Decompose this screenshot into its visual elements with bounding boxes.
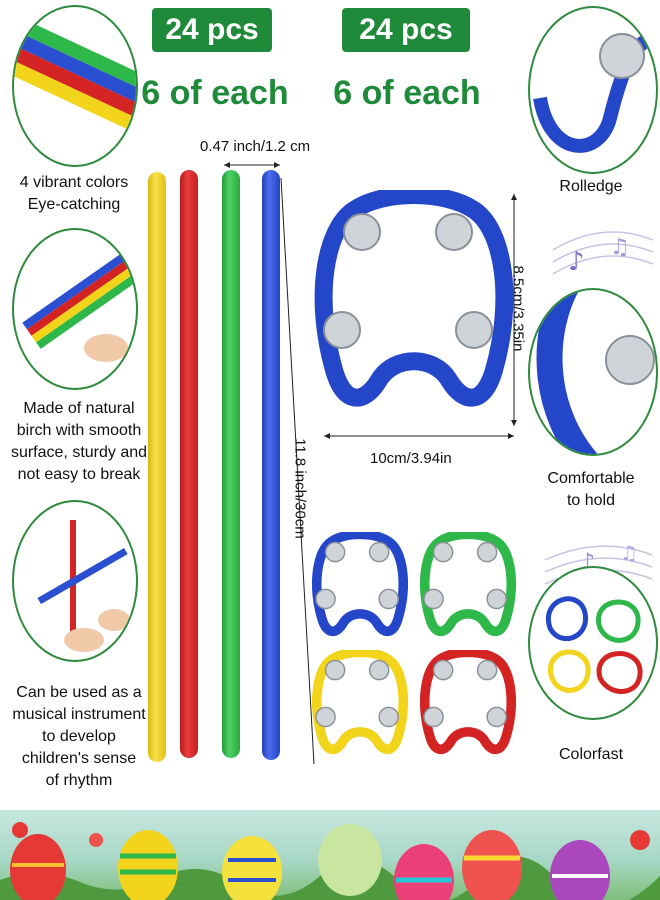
tambourine-large: [314, 190, 514, 407]
rhythm-stick-blue: [262, 170, 280, 760]
feature-image-birch: [12, 228, 138, 390]
feature-caption-colorfast: Colorfast: [558, 746, 624, 763]
feature-image-colors: [12, 5, 138, 167]
feature-caption-rolledge: Rolledge: [559, 178, 623, 195]
feature-image-comfortable: [528, 288, 658, 456]
feature-caption-colors: 4 vibrant colors Eye-catching: [19, 174, 129, 213]
stick-length-arrow: [280, 177, 315, 765]
quantity-badge-tambourines: 24 pcs: [342, 8, 470, 52]
feature-image-rolledge: [528, 6, 658, 174]
svg-text:♪: ♪: [568, 247, 585, 277]
music-notes-icon: ♪ ♫: [552, 231, 654, 277]
feature-image-instrument: [12, 500, 138, 662]
tambourine-width-arrow: [324, 433, 514, 439]
tambourine-height-label: 8.5cm/3.35in: [509, 265, 527, 352]
tambourine-green: [420, 532, 516, 637]
svg-text:♫: ♫: [620, 541, 638, 565]
rhythm-stick-green: [222, 170, 240, 758]
feature-caption-birch: Made of natural birch with smooth surfac…: [10, 400, 148, 483]
tambourine-yellow: [312, 650, 408, 755]
feature-caption-instrument: Can be used as a musical instrument to d…: [12, 684, 146, 789]
stick-diameter-arrow: [224, 162, 280, 168]
stick-diameter-label: 0.47 inch/1.2 cm: [200, 138, 311, 155]
svg-text:♫: ♫: [610, 235, 630, 260]
tambourine-width-label: 10cm/3.94in: [370, 450, 452, 467]
tambourine-red: [420, 650, 516, 755]
feature-image-colorfast: [528, 566, 658, 720]
set-label-tambourines: 6 of each: [333, 74, 481, 112]
easter-banner: [0, 810, 660, 900]
rhythm-stick-red: [180, 170, 198, 758]
rhythm-stick-yellow: [148, 172, 166, 762]
stick-length-label: 11.8 inch/30cm: [291, 438, 309, 539]
quantity-badge-sticks: 24 pcs: [152, 8, 272, 52]
tambourine-height-arrow: [511, 194, 517, 426]
set-label-sticks: 6 of each: [141, 74, 289, 112]
feature-caption-comfortable: Comfortable to hold: [547, 470, 635, 509]
tambourine-blue: [312, 532, 408, 637]
